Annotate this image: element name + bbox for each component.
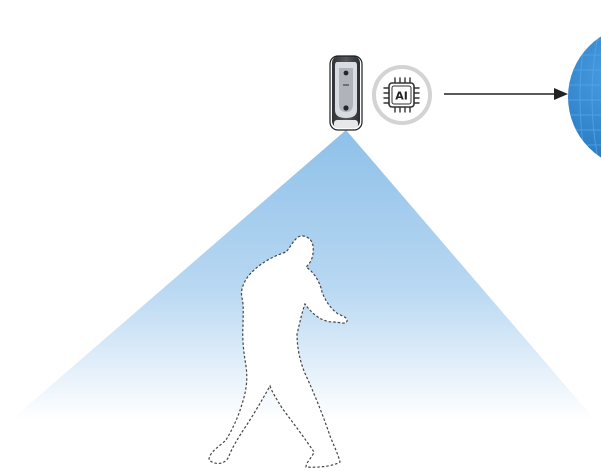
arrow-right-icon [444,88,568,100]
motion-sensor-icon [330,56,362,130]
globe-icon [560,25,601,169]
ai-chip-icon: AI [374,67,430,123]
ai-chip-label: AI [395,90,408,103]
